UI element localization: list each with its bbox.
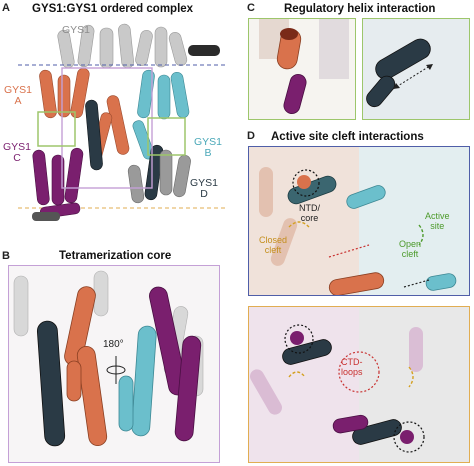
active-site-open-structure [249,147,469,295]
panel-a-letter: A [2,2,10,14]
panel-b-letter: B [2,250,10,262]
chain-label-gys1-grey: GYS1 [62,24,91,36]
panel-b-title: Tetramerization core [59,250,172,262]
regulatory-helix-left [259,19,349,114]
regulatory-helix-right [363,19,469,119]
chain-a-line1: GYS1 [4,84,33,96]
chain-c-line1: GYS1 [3,141,32,153]
chain-c-line2: C [13,152,21,164]
panel-c-right-frame [362,18,470,120]
label-ctd-loops: CTD- loops [341,357,363,377]
panel-c-letter: C [247,2,255,14]
chain-d-line2: D [200,188,208,200]
panel-d-title: Active site cleft interactions [271,131,424,143]
label-ntd-core: NTD/ core [299,203,320,223]
panel-b-frame: 180° [8,265,220,463]
panel-a-title: GYS1:GYS1 ordered complex [32,3,194,15]
label-closed-cleft: Closed cleft [259,235,288,255]
panel-d-letter: D [247,130,255,142]
panel-c-title: Regulatory helix interaction [284,3,436,15]
chain-b-line2: B [204,147,212,159]
chain-label-d: GYS1 D [190,178,218,200]
label-active-site: Active site [425,211,450,231]
chain-label-c: GYS1 C [3,142,31,164]
tetramer-core-structure [13,270,204,447]
chain-b-line1: GYS1 [194,136,223,148]
chain-d-line1: GYS1 [190,177,219,189]
rotation-label: 180° [103,339,124,350]
chain-a-line2: A [14,95,22,107]
chain-label-a: GYS1 A [4,85,32,107]
active-site-closed-structure [249,307,469,462]
panel-d-top-frame: NTD/ core Closed cleft Active site Open … [248,146,470,296]
chain-label-b: GYS1 B [194,137,222,159]
panel-c-left-frame [248,18,356,120]
label-open-cleft: Open cleft [399,239,422,259]
panel-d-bottom-frame: CTD- loops [248,306,470,463]
